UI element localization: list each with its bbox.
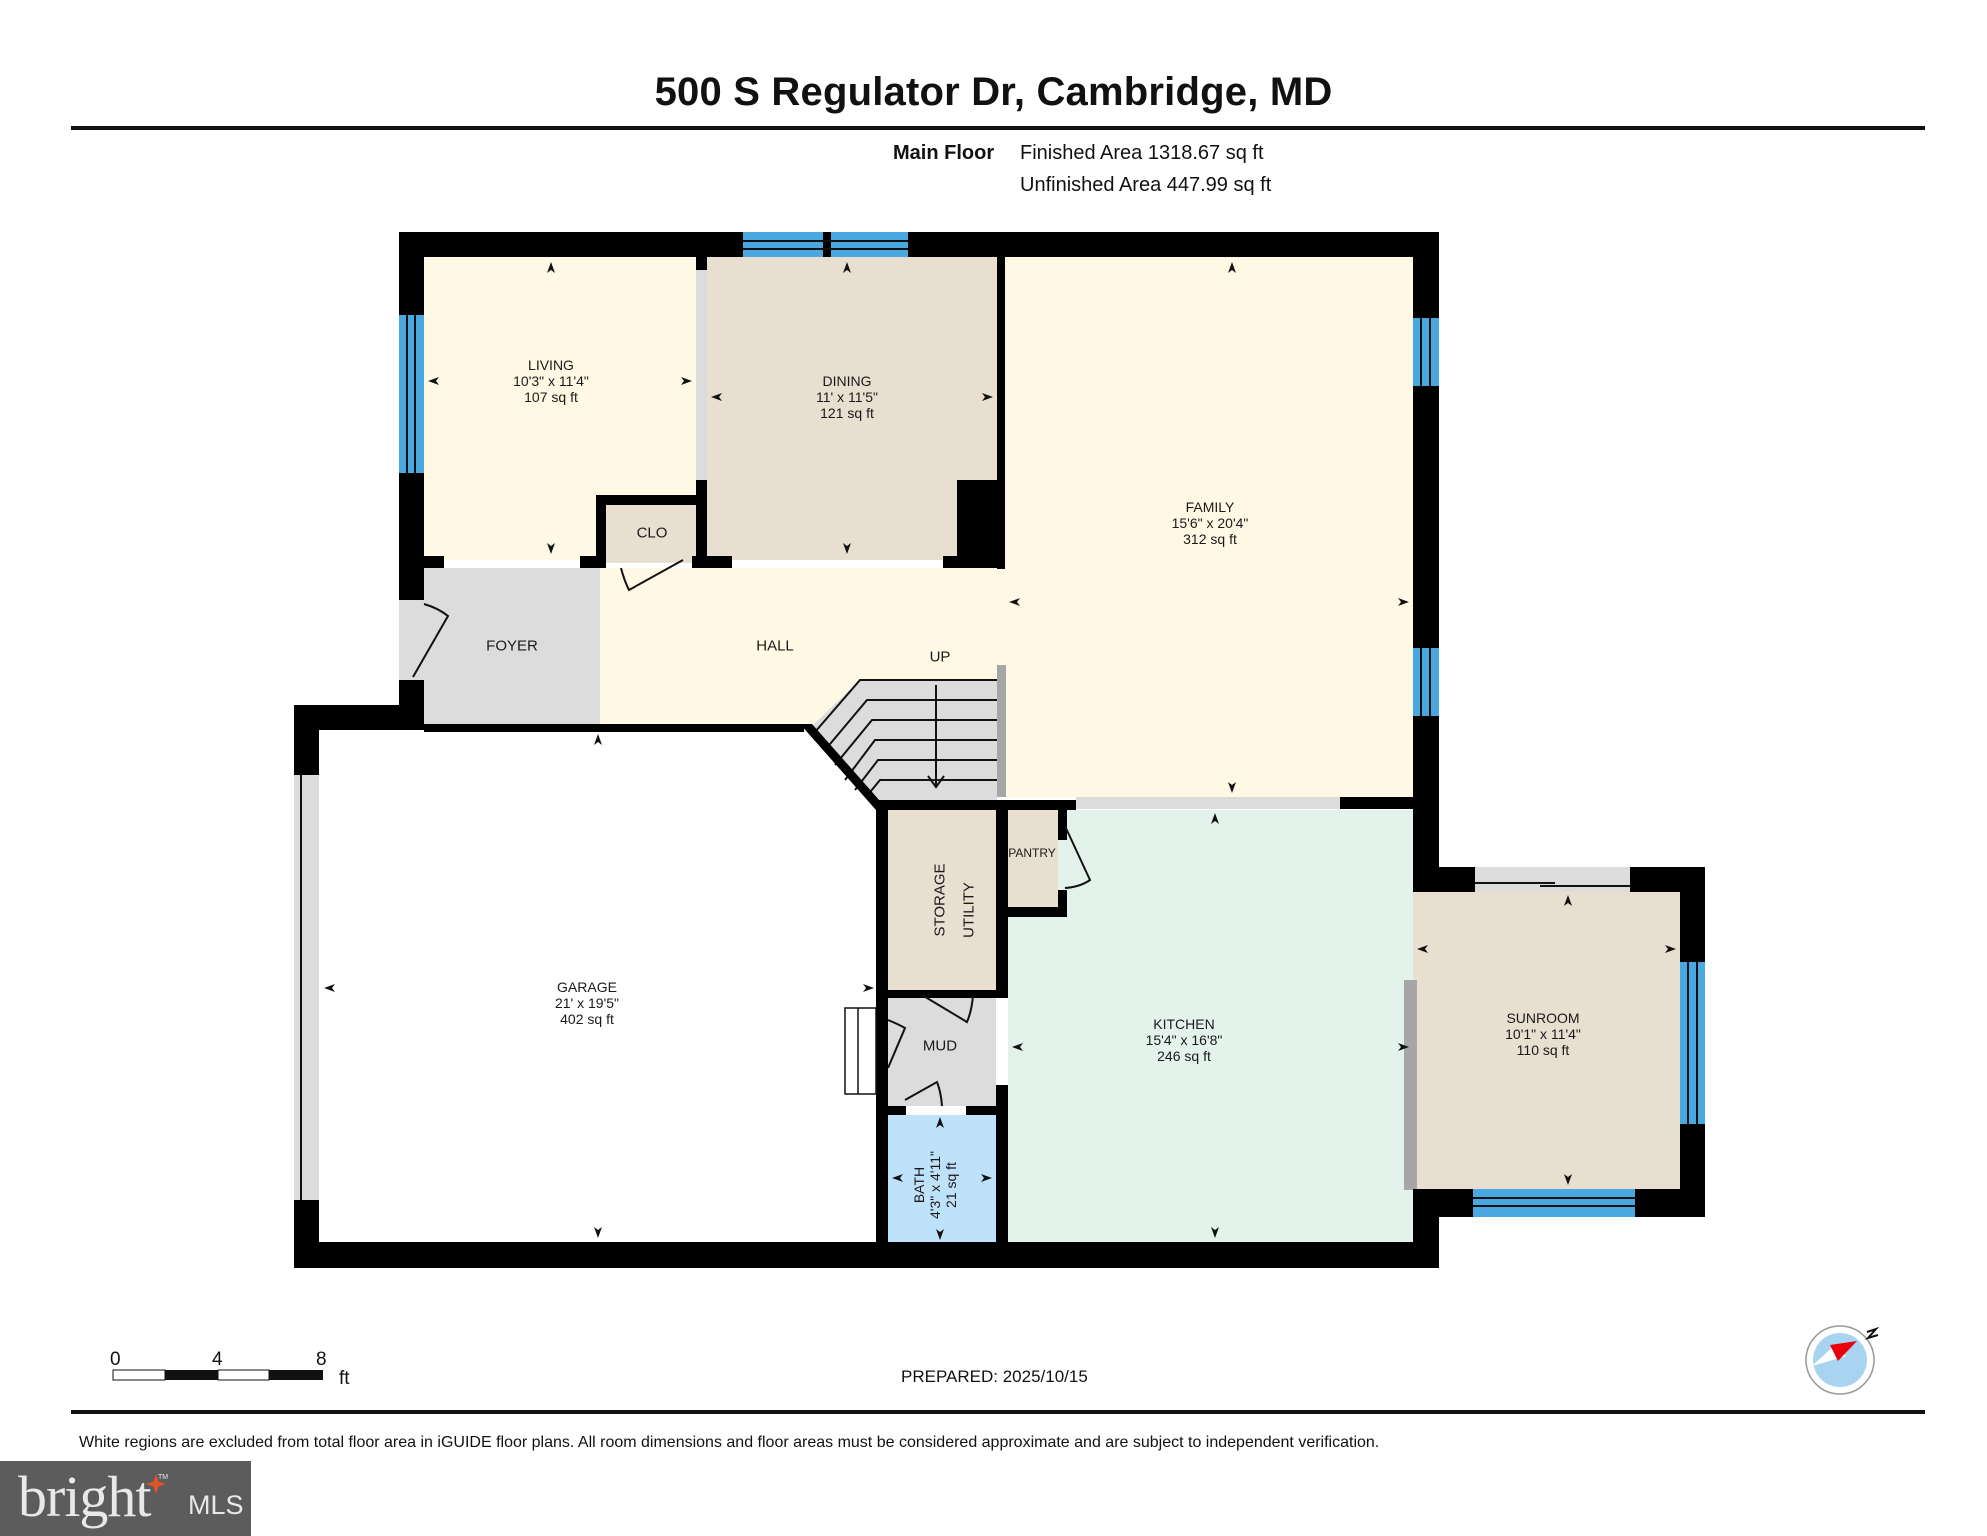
label-hall: HALL bbox=[756, 637, 794, 655]
closet-fill bbox=[606, 505, 698, 563]
bright-mls-logo bbox=[0, 1461, 251, 1536]
label-mud: MUD bbox=[922, 1037, 958, 1055]
family-room-fill bbox=[1005, 257, 1413, 797]
page-title: 500 S Regulator Dr, Cambridge, MD bbox=[654, 70, 1333, 114]
logo-mls: MLS bbox=[188, 1490, 244, 1520]
dimension-markers bbox=[324, 262, 1676, 1240]
room-sunroom: SUNROOM 10'1" x 11'4" 110 sq ft bbox=[1505, 1010, 1581, 1058]
footer-divider bbox=[71, 1410, 1925, 1414]
bath-fill bbox=[888, 1115, 996, 1242]
sunroom-counter bbox=[1404, 980, 1417, 1190]
dining-opening bbox=[696, 270, 707, 480]
logo-star-icon bbox=[146, 1474, 166, 1494]
foyer-door-opening bbox=[399, 600, 424, 680]
scale-tick-4: 4 bbox=[212, 1349, 223, 1370]
finished-area: Finished Area 1318.67 sq ft bbox=[1020, 142, 1264, 164]
room-family: FAMILY 15'6" x 20'4" 312 sq ft bbox=[1171, 499, 1249, 547]
walls bbox=[294, 232, 1705, 1268]
room-bath: BATH 4'3" x 4'11" 21 sq ft bbox=[911, 1151, 959, 1219]
logo-trademark: TM bbox=[158, 1474, 169, 1481]
unfinished-area: Unfinished Area 447.99 sq ft bbox=[1020, 174, 1272, 196]
kitchen-fill bbox=[1008, 810, 1413, 1242]
doors bbox=[412, 559, 1092, 1107]
sunroom-fill bbox=[1413, 892, 1680, 1189]
garage-fill bbox=[319, 730, 878, 1240]
label-storage: STORAGE bbox=[931, 863, 949, 937]
room-kitchen: KITCHEN 15'4" x 16'8" 246 sq ft bbox=[1145, 1016, 1223, 1064]
stair-railing bbox=[997, 665, 1006, 797]
scale-bar bbox=[112, 1369, 323, 1381]
storage-fill bbox=[888, 810, 996, 990]
label-stairs-up: UP bbox=[929, 648, 951, 666]
foyer-fill bbox=[424, 568, 600, 724]
room-living: LIVING 10'3" x 11'4" 107 sq ft bbox=[513, 357, 589, 405]
floor-label: Main Floor bbox=[893, 142, 995, 164]
label-foyer: FOYER bbox=[486, 637, 538, 655]
kitchen-family-opening bbox=[1076, 797, 1340, 809]
windows bbox=[399, 232, 1705, 1217]
sunroom-opening bbox=[1475, 867, 1630, 892]
room-dining: DINING 11' x 11'5" 121 sq ft bbox=[816, 373, 878, 421]
dining-room-fill bbox=[707, 257, 997, 560]
label-closet: CLO bbox=[636, 524, 668, 542]
label-utility: UTILITY bbox=[960, 882, 978, 938]
scale-unit: ft bbox=[339, 1368, 350, 1389]
scale-tick-0: 0 bbox=[110, 1349, 121, 1370]
disclaimer: White regions are excluded from total fl… bbox=[79, 1434, 1380, 1451]
pantry-fill-overlay bbox=[1008, 810, 1058, 907]
header-divider bbox=[71, 126, 1925, 130]
scale-tick-8: 8 bbox=[316, 1349, 327, 1370]
mud-fill bbox=[888, 998, 996, 1106]
logo-wordmark: bright bbox=[18, 1464, 152, 1529]
compass-icon bbox=[1805, 1325, 1880, 1395]
room-garage: GARAGE 21' x 19'5" 402 sq ft bbox=[554, 979, 620, 1027]
garage-door-opening bbox=[294, 775, 319, 1200]
label-pantry: PANTRY bbox=[1008, 846, 1056, 860]
prepared-date: PREPARED: 2025/10/15 bbox=[901, 1367, 1088, 1386]
